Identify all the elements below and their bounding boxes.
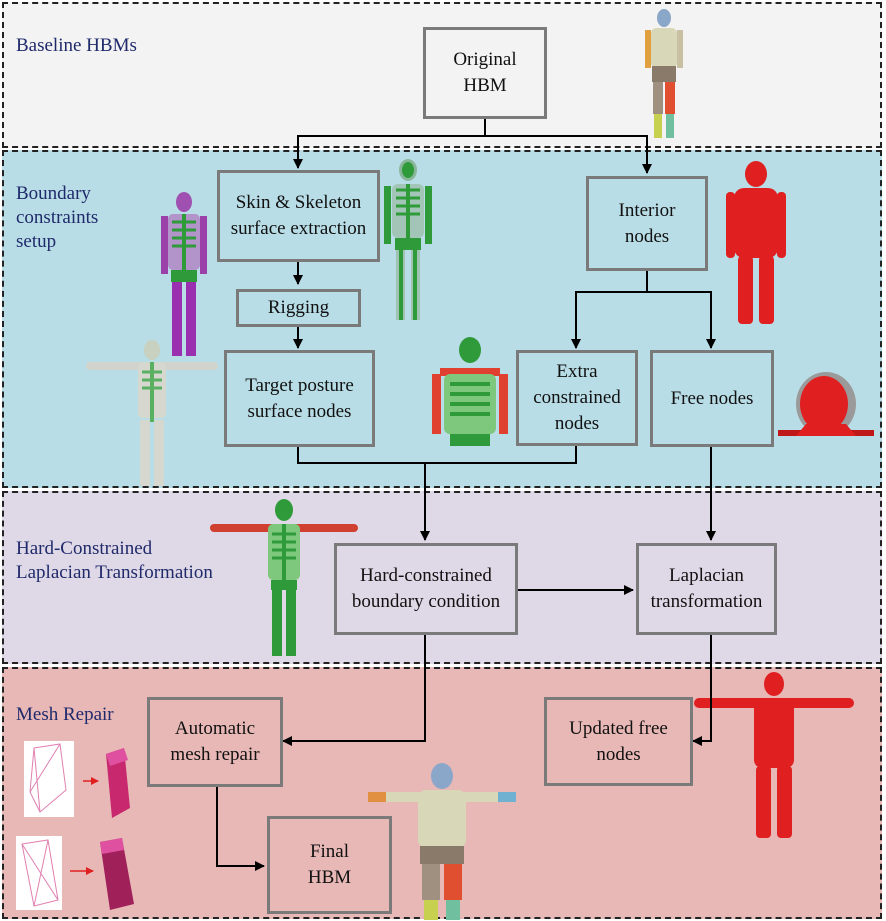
mesh-after-icon-2 <box>100 838 134 910</box>
box-hard-constrained-boundary[interactable]: Hard-constrained boundary condition <box>334 543 518 635</box>
skeleton-constrained-icon <box>432 337 508 446</box>
panel-baseline <box>2 2 882 148</box>
panel-title-boundary: Boundary constraints setup <box>16 183 99 252</box>
box-target-posture-surface-nodes[interactable]: Target posture surface nodes <box>224 350 375 447</box>
box-updated-free-nodes[interactable]: Updated free nodes <box>544 697 693 786</box>
box-automatic-mesh-repair[interactable]: Automatic mesh repair <box>147 697 283 787</box>
box-rigging[interactable]: Rigging <box>236 289 361 327</box>
skeleton-purple-icon <box>161 192 207 356</box>
standing-hbm-icon <box>645 9 683 138</box>
red-tpose-body-icon <box>694 672 854 838</box>
box-free-nodes[interactable]: Free nodes <box>650 350 774 447</box>
mesh-after-icon-1 <box>106 748 130 818</box>
panel-title-laplacian: Hard-Constrained Laplacian Transformatio… <box>16 538 213 583</box>
head-section-icon <box>778 372 874 436</box>
box-skin-skeleton-extraction[interactable]: Skin & Skeleton surface extraction <box>217 170 380 262</box>
tpose-hbm-icon <box>368 763 516 920</box>
skeleton-skin-icon <box>384 159 432 320</box>
tpose-skeleton-ghost-icon <box>86 340 218 486</box>
mesh-before-icon-1 <box>24 741 74 817</box>
flow-connectors <box>216 118 716 871</box>
panel-title-baseline: Baseline HBMs <box>16 35 137 56</box>
red-body-icon <box>726 161 786 324</box>
box-laplacian-transformation[interactable]: Laplacian transformation <box>636 543 777 635</box>
panel-laplacian <box>2 491 882 664</box>
box-extra-constrained-nodes[interactable]: Extra constrained nodes <box>516 350 638 446</box>
mesh-before-icon-2 <box>16 836 62 910</box>
panel-title-repair: Mesh Repair <box>16 704 114 725</box>
box-original-hbm[interactable]: Original HBM <box>423 27 547 119</box>
box-interior-nodes[interactable]: Interior nodes <box>586 176 708 271</box>
box-final-hbm[interactable]: Final HBM <box>267 816 392 914</box>
tpose-skeleton-red-icon <box>210 499 358 656</box>
